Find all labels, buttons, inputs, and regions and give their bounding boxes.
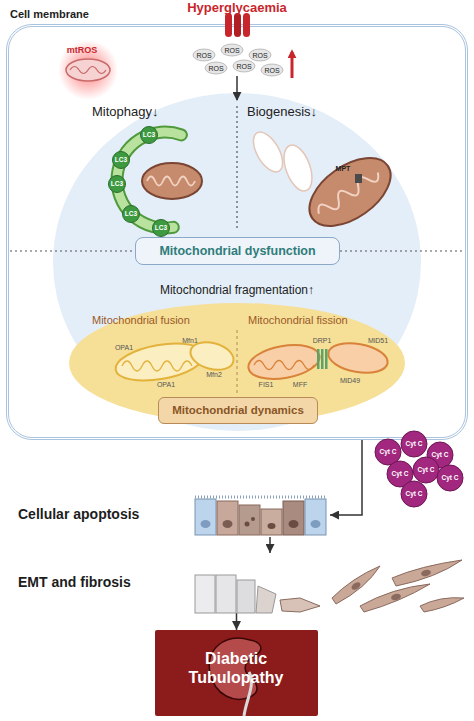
protein-label: MiD49 bbox=[340, 377, 360, 384]
protein-label: MFF bbox=[293, 381, 307, 388]
fibroblast bbox=[392, 560, 462, 586]
cytc-label: Cyt C bbox=[432, 452, 449, 459]
cytc-label: Cyt C bbox=[380, 449, 397, 456]
transitioning-cell bbox=[256, 586, 276, 613]
lc3-label: LC3 bbox=[115, 157, 127, 164]
nucleus-fragment bbox=[251, 517, 255, 521]
lc3-label: LC3 bbox=[111, 181, 123, 188]
region-heading: Mitochondrial fusion bbox=[92, 313, 222, 327]
cytc-label: Cyt C bbox=[406, 491, 423, 498]
region-shape bbox=[69, 303, 405, 423]
epithelial-cell bbox=[216, 575, 236, 613]
ros-label: ROS bbox=[208, 65, 223, 72]
process-label: Mitochondrial fragmentation↑ bbox=[160, 284, 314, 296]
outcome-text: Diabetic Tubulopathy bbox=[181, 649, 291, 687]
nucleus bbox=[390, 593, 401, 601]
cytc-label: Cyt C bbox=[406, 441, 423, 448]
nucleus bbox=[223, 520, 233, 528]
cytochrome-c-cluster bbox=[375, 431, 463, 507]
ros-label: ROS bbox=[236, 63, 251, 70]
lc3-label: LC3 bbox=[155, 225, 167, 232]
emt-cells bbox=[195, 560, 464, 613]
flow-arrow bbox=[330, 440, 362, 515]
epithelial-cell bbox=[305, 499, 326, 535]
apoptotic-cell bbox=[283, 501, 304, 535]
nucleus bbox=[311, 520, 321, 528]
process-box: Mitochondrial dynamics bbox=[158, 397, 318, 424]
nucleus bbox=[268, 523, 276, 529]
flow-arrow bbox=[236, 613, 238, 630]
stage-heading: EMT and fibrosis bbox=[18, 574, 188, 591]
stage-row: EMT and fibrosis bbox=[15, 553, 467, 613]
cytc-molecule bbox=[413, 457, 439, 483]
ros-label: ROS bbox=[224, 47, 239, 54]
apoptotic-cell bbox=[261, 509, 282, 535]
node-heading: Cell membrane bbox=[10, 8, 120, 21]
fibroblast bbox=[420, 598, 464, 612]
stimulus-label: Hyperglycaemia bbox=[187, 1, 287, 14]
box-text: Mitochondrial dysfunction bbox=[135, 243, 340, 259]
epithelial-cell bbox=[237, 580, 255, 613]
cell-membrane: Cell membraneMitophagy↓Biogenesis↓Mitoch… bbox=[6, 24, 468, 440]
region-shape bbox=[53, 93, 421, 431]
protein-label: OPA1 bbox=[157, 381, 175, 388]
protein-label: FIS1 bbox=[259, 381, 274, 388]
apoptotic-cell bbox=[217, 501, 238, 535]
process-label: Mitophagy↓ bbox=[92, 104, 192, 120]
cytc-label: Cyt C bbox=[392, 471, 409, 478]
lc3-label: LC3 bbox=[143, 132, 155, 139]
cytc-molecule bbox=[401, 481, 427, 507]
apoptotic-cells bbox=[195, 497, 326, 535]
transitioning-cell bbox=[280, 598, 320, 612]
nucleus-fragment bbox=[245, 522, 250, 527]
flow-arrow bbox=[269, 537, 271, 553]
apoptotic-cell bbox=[239, 505, 260, 535]
fibroblast bbox=[332, 566, 380, 604]
protein-label: OPA1 bbox=[115, 344, 133, 351]
pore-label: MPT bbox=[336, 165, 351, 172]
epithelial-cell bbox=[195, 575, 215, 613]
protein-label: Mfn2 bbox=[206, 371, 222, 378]
fibroblast bbox=[360, 584, 430, 612]
region-heading: Mitochondrial fission bbox=[248, 313, 378, 327]
nucleus bbox=[420, 569, 431, 577]
protein-label: Mfn1 bbox=[182, 337, 198, 344]
protein-label: MiD51 bbox=[368, 337, 388, 344]
ros-label: ROS bbox=[196, 52, 211, 59]
cytc-molecule bbox=[427, 442, 453, 468]
lc3-label: LC3 bbox=[125, 211, 137, 218]
process-label: Biogenesis↓ bbox=[247, 104, 347, 120]
cytc-label: Cyt C bbox=[418, 467, 435, 474]
stage-row: Cellular apoptosis bbox=[15, 493, 330, 537]
cytc-molecule bbox=[375, 439, 401, 465]
process-box: Mitochondrial dysfunction bbox=[135, 237, 340, 265]
cytc-molecule bbox=[437, 465, 463, 491]
microvilli bbox=[195, 496, 326, 499]
ros-label: ROS bbox=[264, 67, 279, 74]
protein-label: DRP1 bbox=[313, 337, 332, 344]
dynamics-region: Mitochondrial fusion Mitochondrial fissio… bbox=[68, 302, 406, 424]
box-text: Mitochondrial dynamics bbox=[158, 403, 318, 418]
nucleus bbox=[201, 520, 211, 528]
outcome-box: Diabetic Tubulopathy bbox=[155, 630, 318, 716]
cytc-molecule bbox=[387, 461, 413, 487]
ros-source-label: mtROS bbox=[67, 46, 98, 55]
cytc-label: Cyt C bbox=[442, 475, 459, 482]
nucleus bbox=[350, 581, 362, 592]
epithelial-cell bbox=[195, 499, 216, 535]
nucleus bbox=[289, 520, 299, 528]
stage-heading: Cellular apoptosis bbox=[18, 506, 188, 523]
ros-label: ROS bbox=[252, 52, 267, 59]
